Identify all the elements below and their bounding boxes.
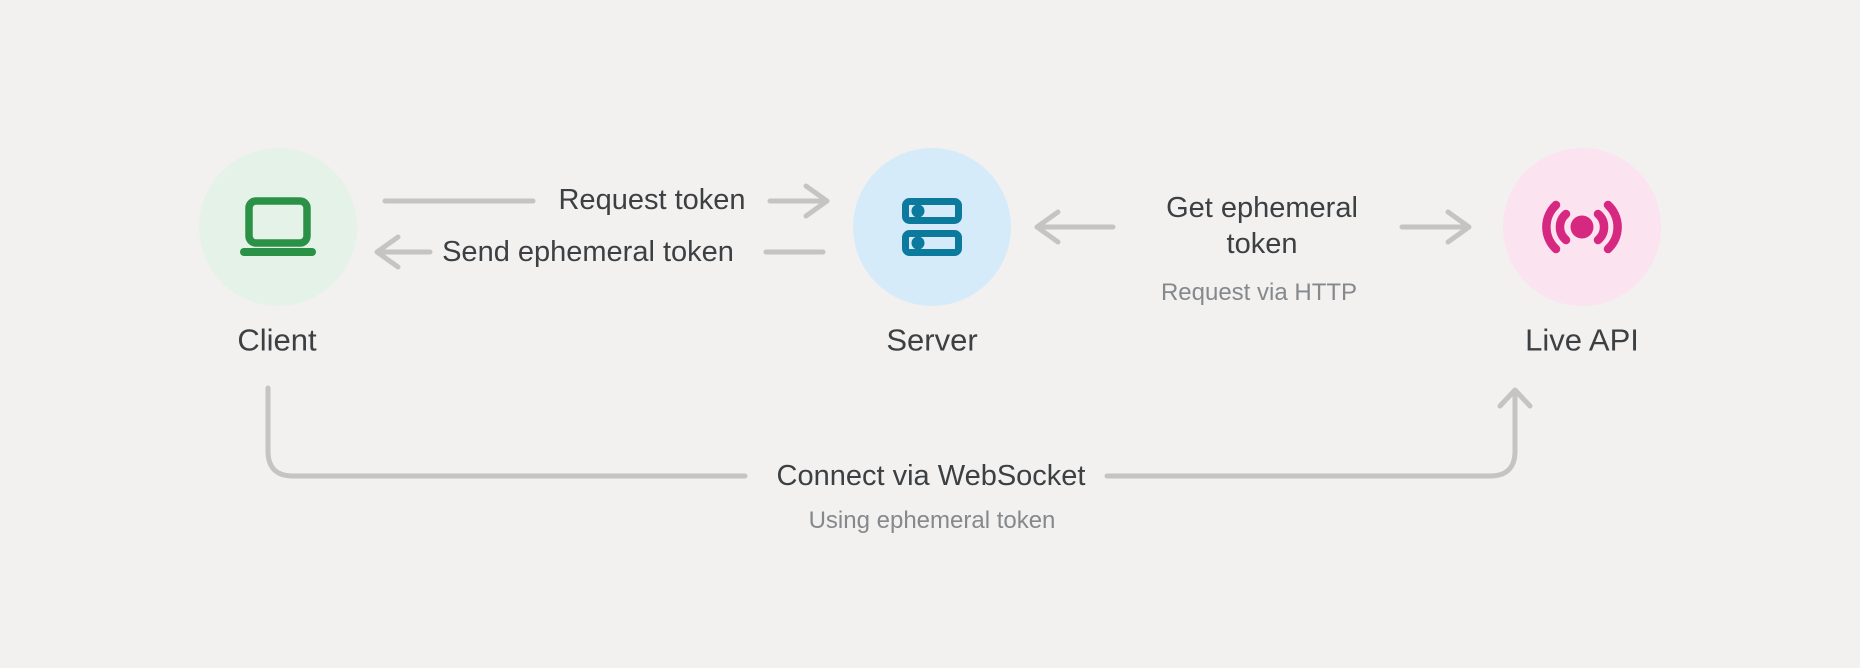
client-node: [199, 148, 357, 306]
websocket-left-elbow: [265, 385, 748, 479]
get-ephemeral-token-label: Get ephemeral token: [1166, 192, 1358, 260]
live-api-node: [1503, 148, 1661, 306]
websocket-right-elbow: [1104, 389, 1518, 479]
get-token-right-arrowhead: [1445, 209, 1472, 245]
client-node-label: Client: [237, 322, 317, 358]
connect-websocket-sublabel: Using ephemeral token: [808, 507, 1056, 534]
live-api-node-label: Live API: [1525, 322, 1639, 358]
send-ephemeral-token-label: Send ephemeral token: [442, 236, 734, 268]
connect-websocket-label: Connect via WebSocket: [776, 460, 1086, 492]
request-token-label: Request token: [558, 184, 746, 216]
get-ephemeral-token-sublabel: Request via HTTP: [1160, 279, 1358, 306]
server-rack-icon: [902, 198, 962, 256]
websocket-up-arrowhead: [1497, 387, 1533, 409]
server-node-label: Server: [886, 322, 978, 358]
server-node: [853, 148, 1011, 306]
request-token-arrowhead: [803, 183, 830, 219]
live-broadcast-icon: [1542, 200, 1622, 254]
laptop-icon: [240, 197, 316, 256]
